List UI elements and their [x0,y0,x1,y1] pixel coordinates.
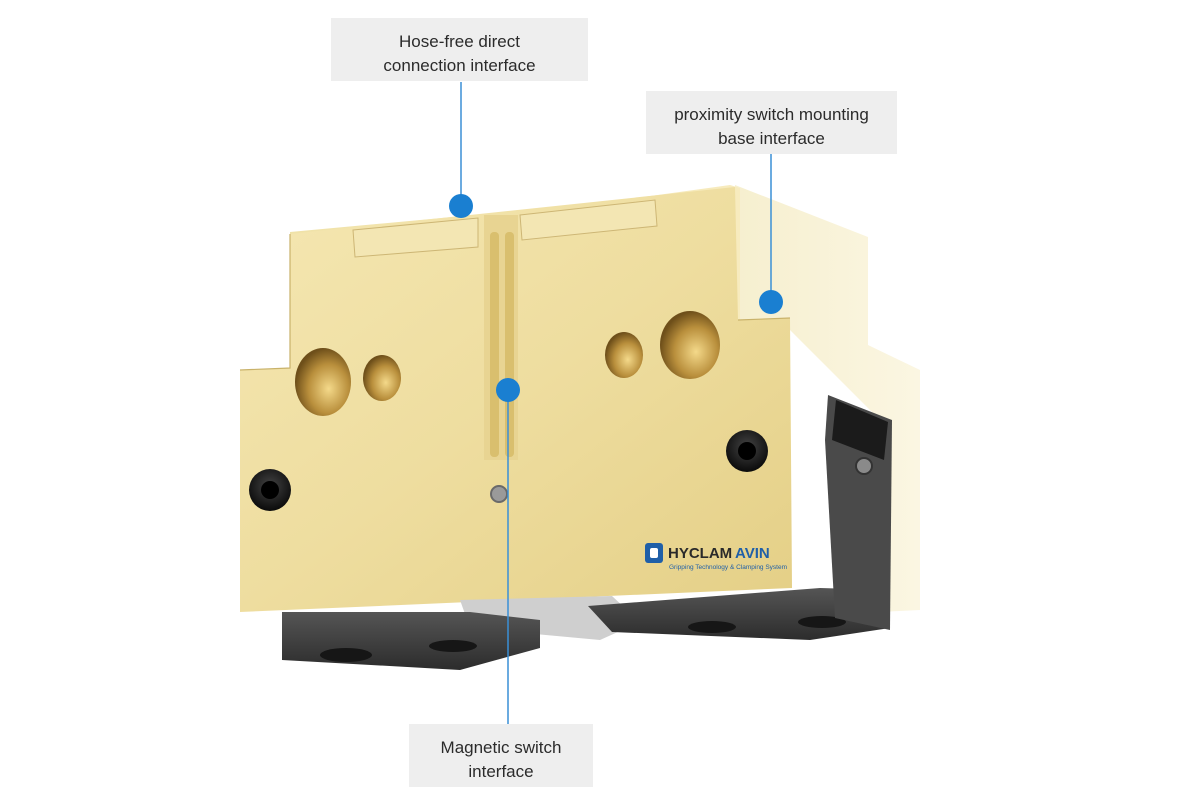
center-small-screw [490,485,508,503]
side-bracket-screw [855,457,873,475]
callout-proximity-switch-interface: proximity switch mounting base interface [646,91,897,154]
marker-mag [496,378,520,402]
logo-brand-a: HYCLAM [668,545,732,562]
screw-left-socket [261,481,279,499]
logo-tagline: Gripping Technology & Clamping System [669,564,787,571]
jaw-left [282,612,540,670]
port-hole-small-right [605,332,643,378]
gripper-body [239,185,920,640]
callout-prox-line1: proximity switch mounting [674,105,869,124]
center-slot-groove-right [505,232,514,457]
callout-hose-line2: connection interface [383,56,536,75]
body-ledge-edge [239,234,291,371]
center-slot-groove-left [490,232,499,457]
screw-right-socket [738,442,756,460]
marker-hose [449,194,473,218]
markers [449,194,783,402]
jaw-right-hole-1 [688,621,736,633]
callout-mag-line1: Magnetic switch [440,738,562,757]
callout-hose-line1: Hose-free direct [399,32,520,51]
callout-magnetic-switch-interface: Magnetic switch interface [409,724,593,787]
callout-prox-line2: base interface [718,129,825,148]
gripper-jaws [282,395,892,670]
callout-hose-free-interface: Hose-free direct connection interface [331,18,588,81]
port-hole-small-left [363,355,401,401]
brand-logo: HYCLAM AVIN Gripping Technology & Clampi… [645,543,787,571]
port-hole-large-right [660,311,720,379]
jaw-left-hole-2 [429,640,477,652]
body-back-side [735,185,920,612]
marker-prox [759,290,783,314]
callout-mag-line2: interface [468,762,534,781]
leader-lines [460,82,772,724]
body-step-edge [737,317,791,321]
port-hole-large-left [295,348,351,416]
jaw-right-hole-2 [798,616,846,628]
top-cover-left [352,217,479,258]
jaw-left-hole-1 [320,648,372,662]
logo-brand-b: AVIN [735,545,770,562]
top-cover-right [519,199,658,241]
side-bracket-face [832,400,888,460]
